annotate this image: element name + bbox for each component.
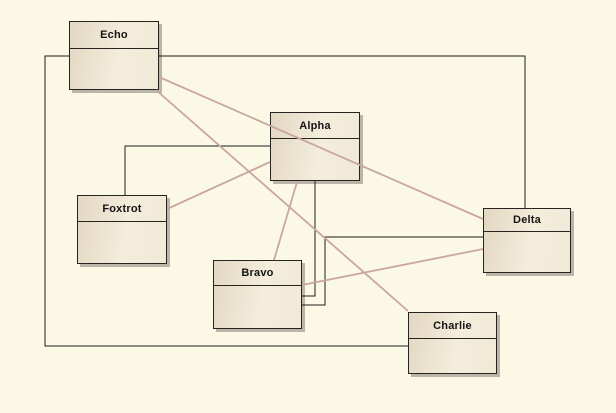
node-bravo-title: Bravo — [214, 261, 301, 286]
node-delta[interactable]: Delta — [483, 208, 571, 273]
connector-alpha-foxtrot-orthogonal[interactable] — [124, 145, 270, 195]
connector-delta-bravo-orthogonal[interactable] — [302, 236, 483, 306]
node-alpha-title: Alpha — [271, 113, 359, 139]
node-foxtrot[interactable]: Foxtrot — [77, 195, 167, 264]
connector-delta-bravo-straight[interactable] — [301, 248, 484, 286]
node-bravo[interactable]: Bravo — [213, 260, 302, 329]
connector-alpha-bravo-orthogonal[interactable] — [302, 181, 316, 297]
node-charlie-title: Charlie — [409, 313, 496, 339]
node-alpha[interactable]: Alpha — [270, 112, 360, 181]
node-foxtrot-title: Foxtrot — [78, 196, 166, 222]
node-delta-title: Delta — [484, 209, 570, 232]
node-charlie[interactable]: Charlie — [408, 312, 497, 374]
node-echo-title: Echo — [70, 22, 158, 49]
node-echo[interactable]: Echo — [69, 21, 159, 90]
connector-alpha-bravo-straight[interactable] — [273, 181, 298, 261]
connector-foxtrot-alpha-straight[interactable] — [166, 161, 271, 210]
